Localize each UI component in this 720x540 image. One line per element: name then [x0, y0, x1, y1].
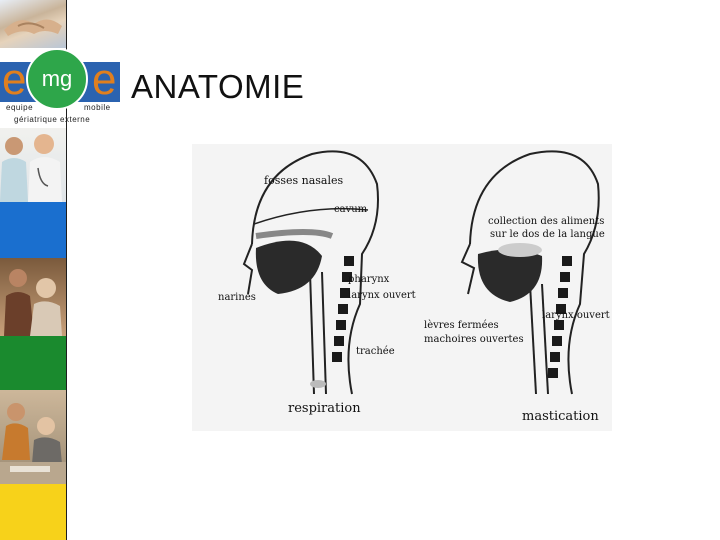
label-collection-line2: sur le dos de la langue [490, 229, 605, 240]
logo-tagline-right: mobile [84, 103, 111, 112]
label-larynx-left: larynx ouvert [348, 290, 416, 301]
emge-logo: e mg e equipe mobile gériatrique externe [0, 48, 122, 126]
logo-circle [26, 48, 88, 110]
caption-mastication: mastication [522, 409, 599, 424]
left-lung-marker [310, 380, 326, 388]
yellow-band [0, 484, 66, 540]
label-collection-line1: collection des aliments [488, 216, 604, 227]
label-levres-line2: machoires ouvertes [424, 334, 524, 345]
group-activity-photo [0, 390, 66, 484]
medical-staff-photo [0, 128, 66, 202]
label-fosses-nasales: fosses nasales [264, 174, 344, 187]
right-vertebrae [548, 256, 572, 378]
logo-letter-right: e [92, 55, 117, 104]
left-vertebrae [332, 256, 354, 362]
anatomy-figure: fosses nasales cavum narines pharynx lar… [192, 144, 612, 431]
label-narines: narines [218, 292, 256, 303]
elderly-care-photo [0, 258, 66, 336]
logo-letter-left: e [2, 55, 27, 104]
label-cavum: cavum [334, 204, 368, 215]
label-trachee: trachée [356, 346, 395, 357]
handshake-photo [0, 0, 66, 48]
slide-title: ANATOMIE [131, 68, 305, 105]
logo-tagline-left: equipe [6, 103, 34, 112]
label-levres-line1: lèvres fermées [424, 320, 499, 331]
green-band [0, 336, 66, 390]
logo-tagline-second: gériatrique externe [14, 115, 91, 124]
right-food-bolus [498, 243, 542, 257]
logo-center-text: mg [41, 66, 73, 91]
label-larynx-right: larynx ouvert [542, 310, 610, 321]
caption-respiration: respiration [288, 401, 361, 416]
right-head-diagram [460, 150, 600, 395]
anatomy-illustration: fosses nasales cavum narines pharynx lar… [218, 150, 610, 424]
blue-band [0, 202, 66, 258]
right-tongue [477, 249, 543, 302]
left-head-diagram [242, 150, 379, 395]
label-pharynx: pharynx [348, 274, 390, 285]
left-tongue [255, 240, 322, 294]
